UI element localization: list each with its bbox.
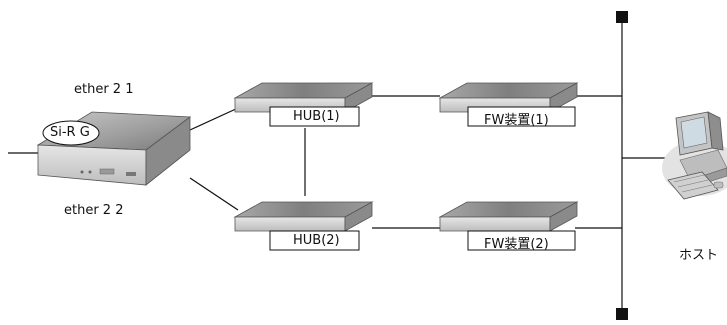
host-label: ホスト bbox=[679, 248, 719, 263]
port-label-ether22: ether 2 2 bbox=[64, 203, 124, 218]
hub2-label: HUB(2) bbox=[293, 233, 340, 248]
hub1-device bbox=[233, 82, 374, 127]
hub2-device bbox=[233, 201, 374, 251]
port-label-ether21: ether 2 1 bbox=[74, 82, 134, 97]
hub2-label-box bbox=[269, 230, 360, 251]
router-device bbox=[36, 111, 192, 186]
bus-terminator-bottom bbox=[616, 308, 628, 320]
fw2-label: FW装置(2) bbox=[484, 237, 549, 252]
router-label-oval bbox=[42, 120, 100, 146]
link-router-hub2 bbox=[189, 177, 239, 211]
link-router-hub1 bbox=[189, 107, 239, 131]
fw2-label-box bbox=[467, 230, 576, 251]
fw2-device bbox=[438, 201, 579, 251]
host-computer-icon bbox=[662, 111, 727, 200]
fw1-label: FW装置(1) bbox=[484, 113, 549, 128]
router-label: Si-R G bbox=[50, 125, 90, 140]
fw1-label-box bbox=[467, 106, 576, 127]
bus-terminator-top bbox=[616, 11, 628, 23]
fw1-device bbox=[438, 82, 579, 127]
hub1-label: HUB(1) bbox=[293, 109, 340, 124]
hub1-label-box bbox=[269, 106, 360, 127]
